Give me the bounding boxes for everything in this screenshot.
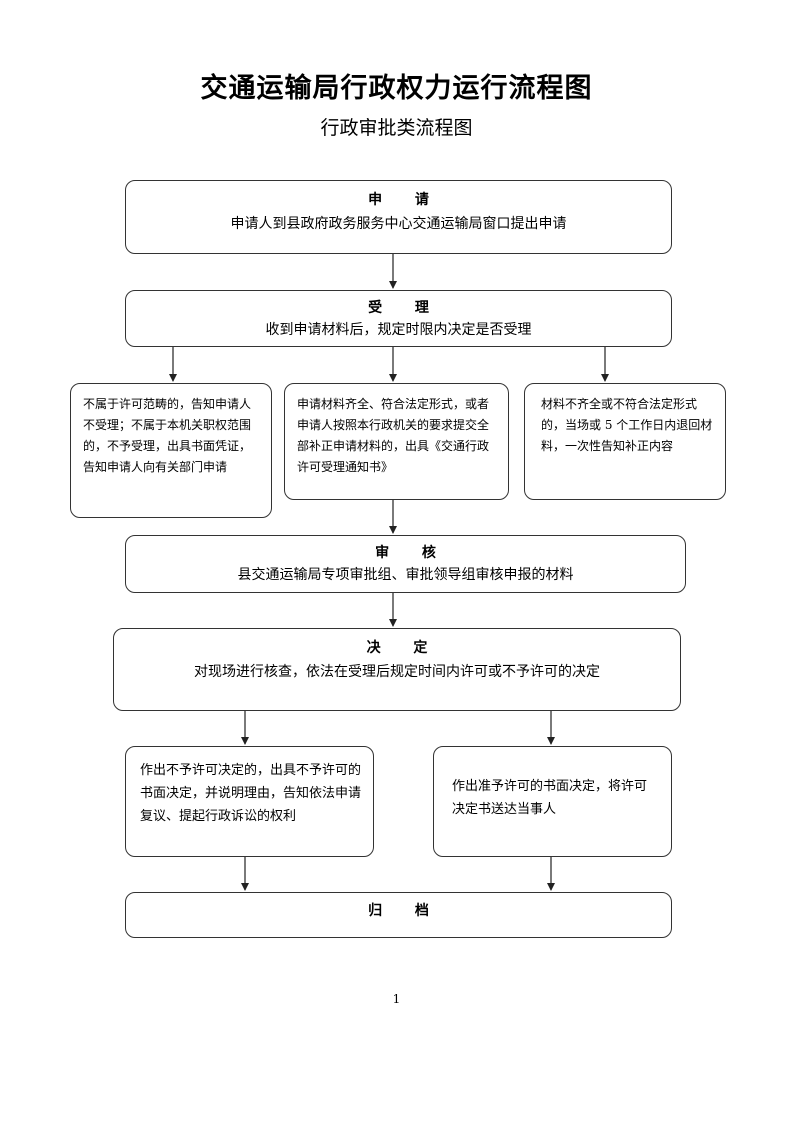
step-decide-title: 决 定 (366, 640, 442, 656)
branch-supplement: 材料不齐全或不符合法定形式的，当场或 5 个工作日内退回材料，一次性告知补正内容 (524, 383, 726, 500)
branch-accept-text: 申请材料齐全、符合法定形式，或者申请人按照本行政机关的要求提交全部补正申请材料的… (297, 397, 490, 474)
step-decide: 决 定 对现场进行核查，依法在受理后规定时间内许可或不予许可的决定 (113, 628, 681, 711)
branch-reject: 不属于许可范畴的，告知申请人不受理；不属于本机关职权范围的，不予受理，出具书面凭… (70, 383, 272, 518)
result-deny: 作出不予许可决定的，出具不予许可的书面决定，并说明理由，告知依法申请复议、提起行… (125, 746, 374, 857)
result-grant: 作出准予许可的书面决定，将许可决定书送达当事人 (433, 746, 672, 857)
step-apply-title: 申 请 (368, 192, 443, 208)
step-archive-title: 归 档 (368, 903, 443, 919)
result-grant-text: 作出准予许可的书面决定，将许可决定书送达当事人 (452, 779, 648, 817)
step-archive: 归 档 (125, 892, 672, 938)
step-accept: 受 理 收到申请材料后，规定时限内决定是否受理 (125, 290, 672, 347)
branch-reject-text: 不属于许可范畴的，告知申请人不受理；不属于本机关职权范围的，不予受理，出具书面凭… (83, 397, 252, 474)
step-apply-text: 申请人到县政府政务服务中心交通运输局窗口提出申请 (230, 216, 567, 232)
step-decide-text: 对现场进行核查，依法在受理后规定时间内许可或不予许可的决定 (194, 664, 600, 680)
page-title: 交通运输局行政权力运行流程图 (200, 73, 593, 104)
step-review: 审 核 县交通运输局专项审批组、审批领导组审核申报的材料 (125, 535, 686, 593)
step-accept-title: 受 理 (368, 300, 443, 316)
result-deny-text: 作出不予许可决定的，出具不予许可的书面决定，并说明理由，告知依法申请复议、提起行… (140, 763, 362, 824)
branch-accept: 申请材料齐全、符合法定形式，或者申请人按照本行政机关的要求提交全部补正申请材料的… (284, 383, 509, 500)
step-review-title: 审 核 (375, 545, 450, 561)
page-number: 1 (392, 992, 401, 1006)
branch-supplement-text: 材料不齐全或不符合法定形式的，当场或 5 个工作日内退回材料，一次性告知补正内容 (541, 397, 713, 453)
step-review-text: 县交通运输局专项审批组、审批领导组审核申报的材料 (237, 567, 574, 583)
step-apply: 申 请 申请人到县政府政务服务中心交通运输局窗口提出申请 (125, 180, 672, 254)
step-accept-text: 收到申请材料后，规定时限内决定是否受理 (265, 322, 532, 338)
page-subtitle: 行政审批类流程图 (320, 117, 473, 139)
